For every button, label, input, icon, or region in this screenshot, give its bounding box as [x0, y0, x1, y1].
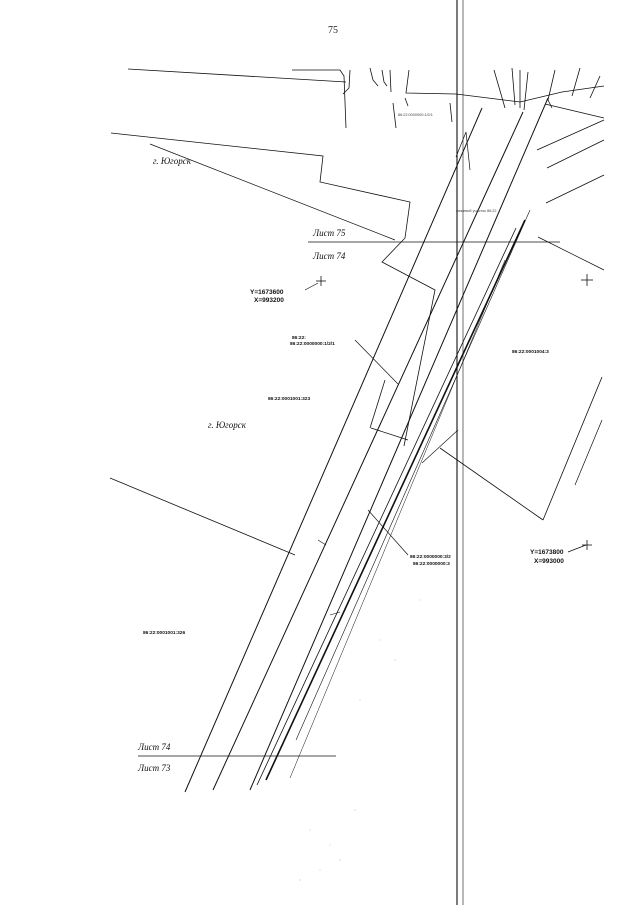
coord-left-y: Y=1673600 [250, 289, 284, 296]
parcel-lower-b: 86:22:0000000:3 [413, 561, 450, 567]
grid-markers [316, 274, 593, 550]
scan-noise [299, 599, 421, 881]
page-number: 75 [328, 25, 338, 36]
top-structures [127, 67, 605, 204]
binding-edge [456, 0, 464, 905]
parcel-bottom-left: 86:22:0001001:326 [143, 630, 185, 636]
parcel-top-strip-2: межевой участок 86:22 [456, 209, 497, 213]
parcel-center: 86:22:0001001:323 [268, 396, 310, 402]
coord-right-x: X=993000 [534, 558, 564, 565]
boundary-lines [109, 132, 605, 556]
parcel-top-strip: 86:22:0000000:1/2/1 [398, 113, 433, 117]
town-label-center: г. Югорск [208, 420, 247, 430]
parcel-lower-a: 86:22:0000000:3/2 [410, 554, 451, 560]
parcel-callout-a: 86:22: [292, 335, 306, 341]
town-label-north: г. Югорск [153, 156, 192, 166]
coord-left-x: X=993200 [254, 297, 284, 304]
sheet-label-74-lower: Лист 74 [137, 742, 171, 752]
cross-marker-lower [582, 540, 592, 550]
parcel-right: 86:22:0001004:3 [512, 349, 549, 355]
cross-marker-right [581, 274, 593, 286]
callout-leaders [304, 282, 587, 556]
coord-right-y: Y=1673800 [530, 549, 564, 556]
sheet-label-73: Лист 73 [137, 763, 171, 773]
sheet-separators [138, 241, 560, 757]
sheet-label-75: Лист 75 [312, 228, 346, 238]
cross-marker-left [316, 276, 326, 286]
parcel-callout-b: 86:22:0000000:1/2/1 [290, 341, 335, 347]
road-corridor [184, 97, 549, 793]
sheet-label-74-upper: Лист 74 [312, 251, 346, 261]
